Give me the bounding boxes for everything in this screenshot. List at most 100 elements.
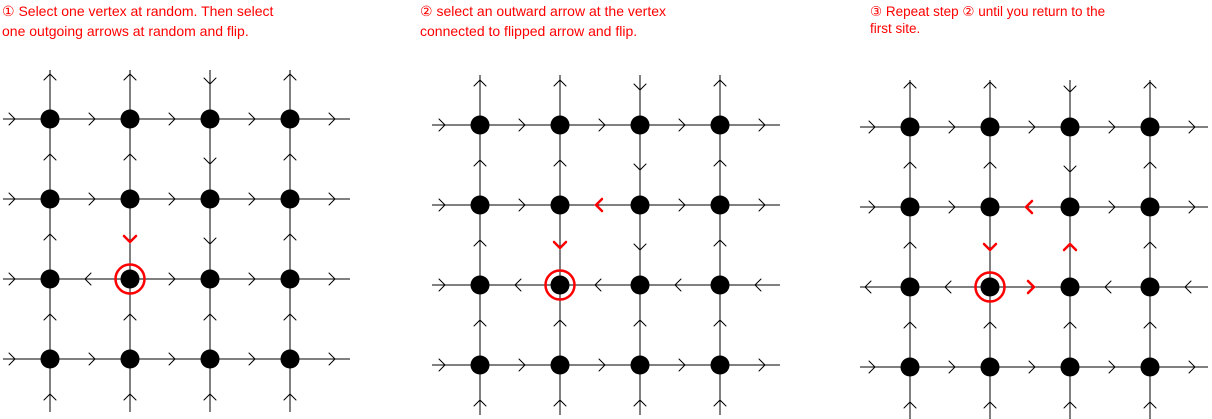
- h-arrow: [1028, 120, 1036, 134]
- lattice-vertex: [710, 355, 730, 375]
- step1-caption-line1: ① Select one vertex at random. Then sele…: [2, 3, 274, 19]
- v-arrow: [43, 393, 57, 401]
- v-arrow: [633, 243, 647, 251]
- h-arrow: [518, 358, 526, 372]
- v-arrow: [1143, 321, 1157, 329]
- v-arrow: [1143, 241, 1157, 249]
- lattice-vertex: [40, 189, 60, 209]
- lattice-vertex: [120, 109, 140, 129]
- h-arrow: [248, 192, 256, 206]
- lattice-vertex: [470, 115, 490, 135]
- lattice-vertex: [470, 355, 490, 375]
- h-arrow: [328, 112, 336, 126]
- lattice-vertex: [40, 269, 60, 289]
- lattice-vertex: [1060, 197, 1080, 217]
- v-arrow: [633, 163, 647, 171]
- h-arrow: [754, 278, 762, 292]
- h-arrow: [518, 118, 526, 132]
- h-arrow: [598, 358, 606, 372]
- h-arrow: [1108, 120, 1116, 134]
- v-arrow: [473, 319, 487, 327]
- lattice-vertex: [550, 355, 570, 375]
- v-arrow: [203, 157, 217, 165]
- h-arrow: [8, 272, 16, 286]
- v-arrow: [43, 153, 57, 161]
- h-arrow: [248, 112, 256, 126]
- v-arrow: [713, 239, 727, 247]
- v-arrow: [283, 153, 297, 161]
- h-arrow: [1188, 200, 1196, 214]
- v-arrow: [203, 237, 217, 245]
- v-arrow: [283, 73, 297, 81]
- h-arrow: [678, 118, 686, 132]
- lattice-vertex: [470, 275, 490, 295]
- v-arrow: [203, 313, 217, 321]
- v-arrow: [203, 393, 217, 401]
- lattice-vertex: [120, 349, 140, 369]
- v-arrow: [1063, 321, 1077, 329]
- step3-caption: ③ Repeat step ② until you return to the …: [870, 3, 1105, 37]
- lattice-vertex: [550, 275, 570, 295]
- lattice-vertex: [280, 189, 300, 209]
- h-arrow: [864, 280, 872, 294]
- lattice-vertex: [40, 109, 60, 129]
- lattice-vertex: [1140, 117, 1160, 137]
- h-arrow: [1108, 200, 1116, 214]
- lattice-vertex: [630, 195, 650, 215]
- h-arrow: [438, 278, 446, 292]
- h-arrow: [438, 358, 446, 372]
- lattice-vertex: [200, 189, 220, 209]
- v-arrow: [633, 399, 647, 407]
- v-arrow: [713, 319, 727, 327]
- v-arrow: [43, 233, 57, 241]
- lattice-vertex: [120, 189, 140, 209]
- lattice-vertex: [630, 275, 650, 295]
- v-arrow: [983, 81, 997, 89]
- h-arrow: [948, 360, 956, 374]
- lattice-vertex: [550, 115, 570, 135]
- v-arrow: [983, 401, 997, 409]
- v-arrow: [553, 159, 567, 167]
- h-arrow: [328, 192, 336, 206]
- h-arrow: [168, 192, 176, 206]
- h-arrow: [88, 352, 96, 366]
- lattice-vertex: [200, 269, 220, 289]
- lattice-vertex: [1140, 357, 1160, 377]
- lattice-vertex: [900, 117, 920, 137]
- flipped-h-arrow: [594, 197, 604, 213]
- lattice-vertex: [630, 355, 650, 375]
- step2-caption-line2: connected to flipped arrow and flip.: [420, 23, 638, 39]
- v-arrow: [123, 153, 137, 161]
- v-arrow: [1143, 81, 1157, 89]
- v-arrow: [283, 393, 297, 401]
- v-arrow: [903, 81, 917, 89]
- v-arrow: [1063, 165, 1077, 173]
- step2-caption: ② select an outward arrow at the vertex …: [420, 1, 666, 41]
- h-arrow: [948, 200, 956, 214]
- lattice-vertex: [900, 197, 920, 217]
- h-arrow: [758, 358, 766, 372]
- flipped-v-arrow: [982, 242, 998, 252]
- h-arrow: [168, 112, 176, 126]
- flipped-h-arrow: [1026, 279, 1036, 295]
- v-arrow: [1143, 401, 1157, 409]
- lattice-vertex: [980, 197, 1000, 217]
- panel-2: [432, 75, 780, 415]
- lattice-vertex: [630, 115, 650, 135]
- lattice-vertex: [710, 275, 730, 295]
- lattice-vertex: [1060, 357, 1080, 377]
- h-arrow: [438, 198, 446, 212]
- step3-caption-line2: first site.: [870, 21, 921, 36]
- flipped-h-arrow: [1024, 199, 1034, 215]
- v-arrow: [123, 393, 137, 401]
- lattice-vertex: [280, 109, 300, 129]
- h-arrow: [518, 198, 526, 212]
- v-arrow: [553, 319, 567, 327]
- h-arrow: [8, 112, 16, 126]
- h-arrow: [1108, 360, 1116, 374]
- h-arrow: [1188, 120, 1196, 134]
- selected-vertex-ring: [114, 263, 146, 295]
- v-arrow: [123, 313, 137, 321]
- h-arrow: [678, 358, 686, 372]
